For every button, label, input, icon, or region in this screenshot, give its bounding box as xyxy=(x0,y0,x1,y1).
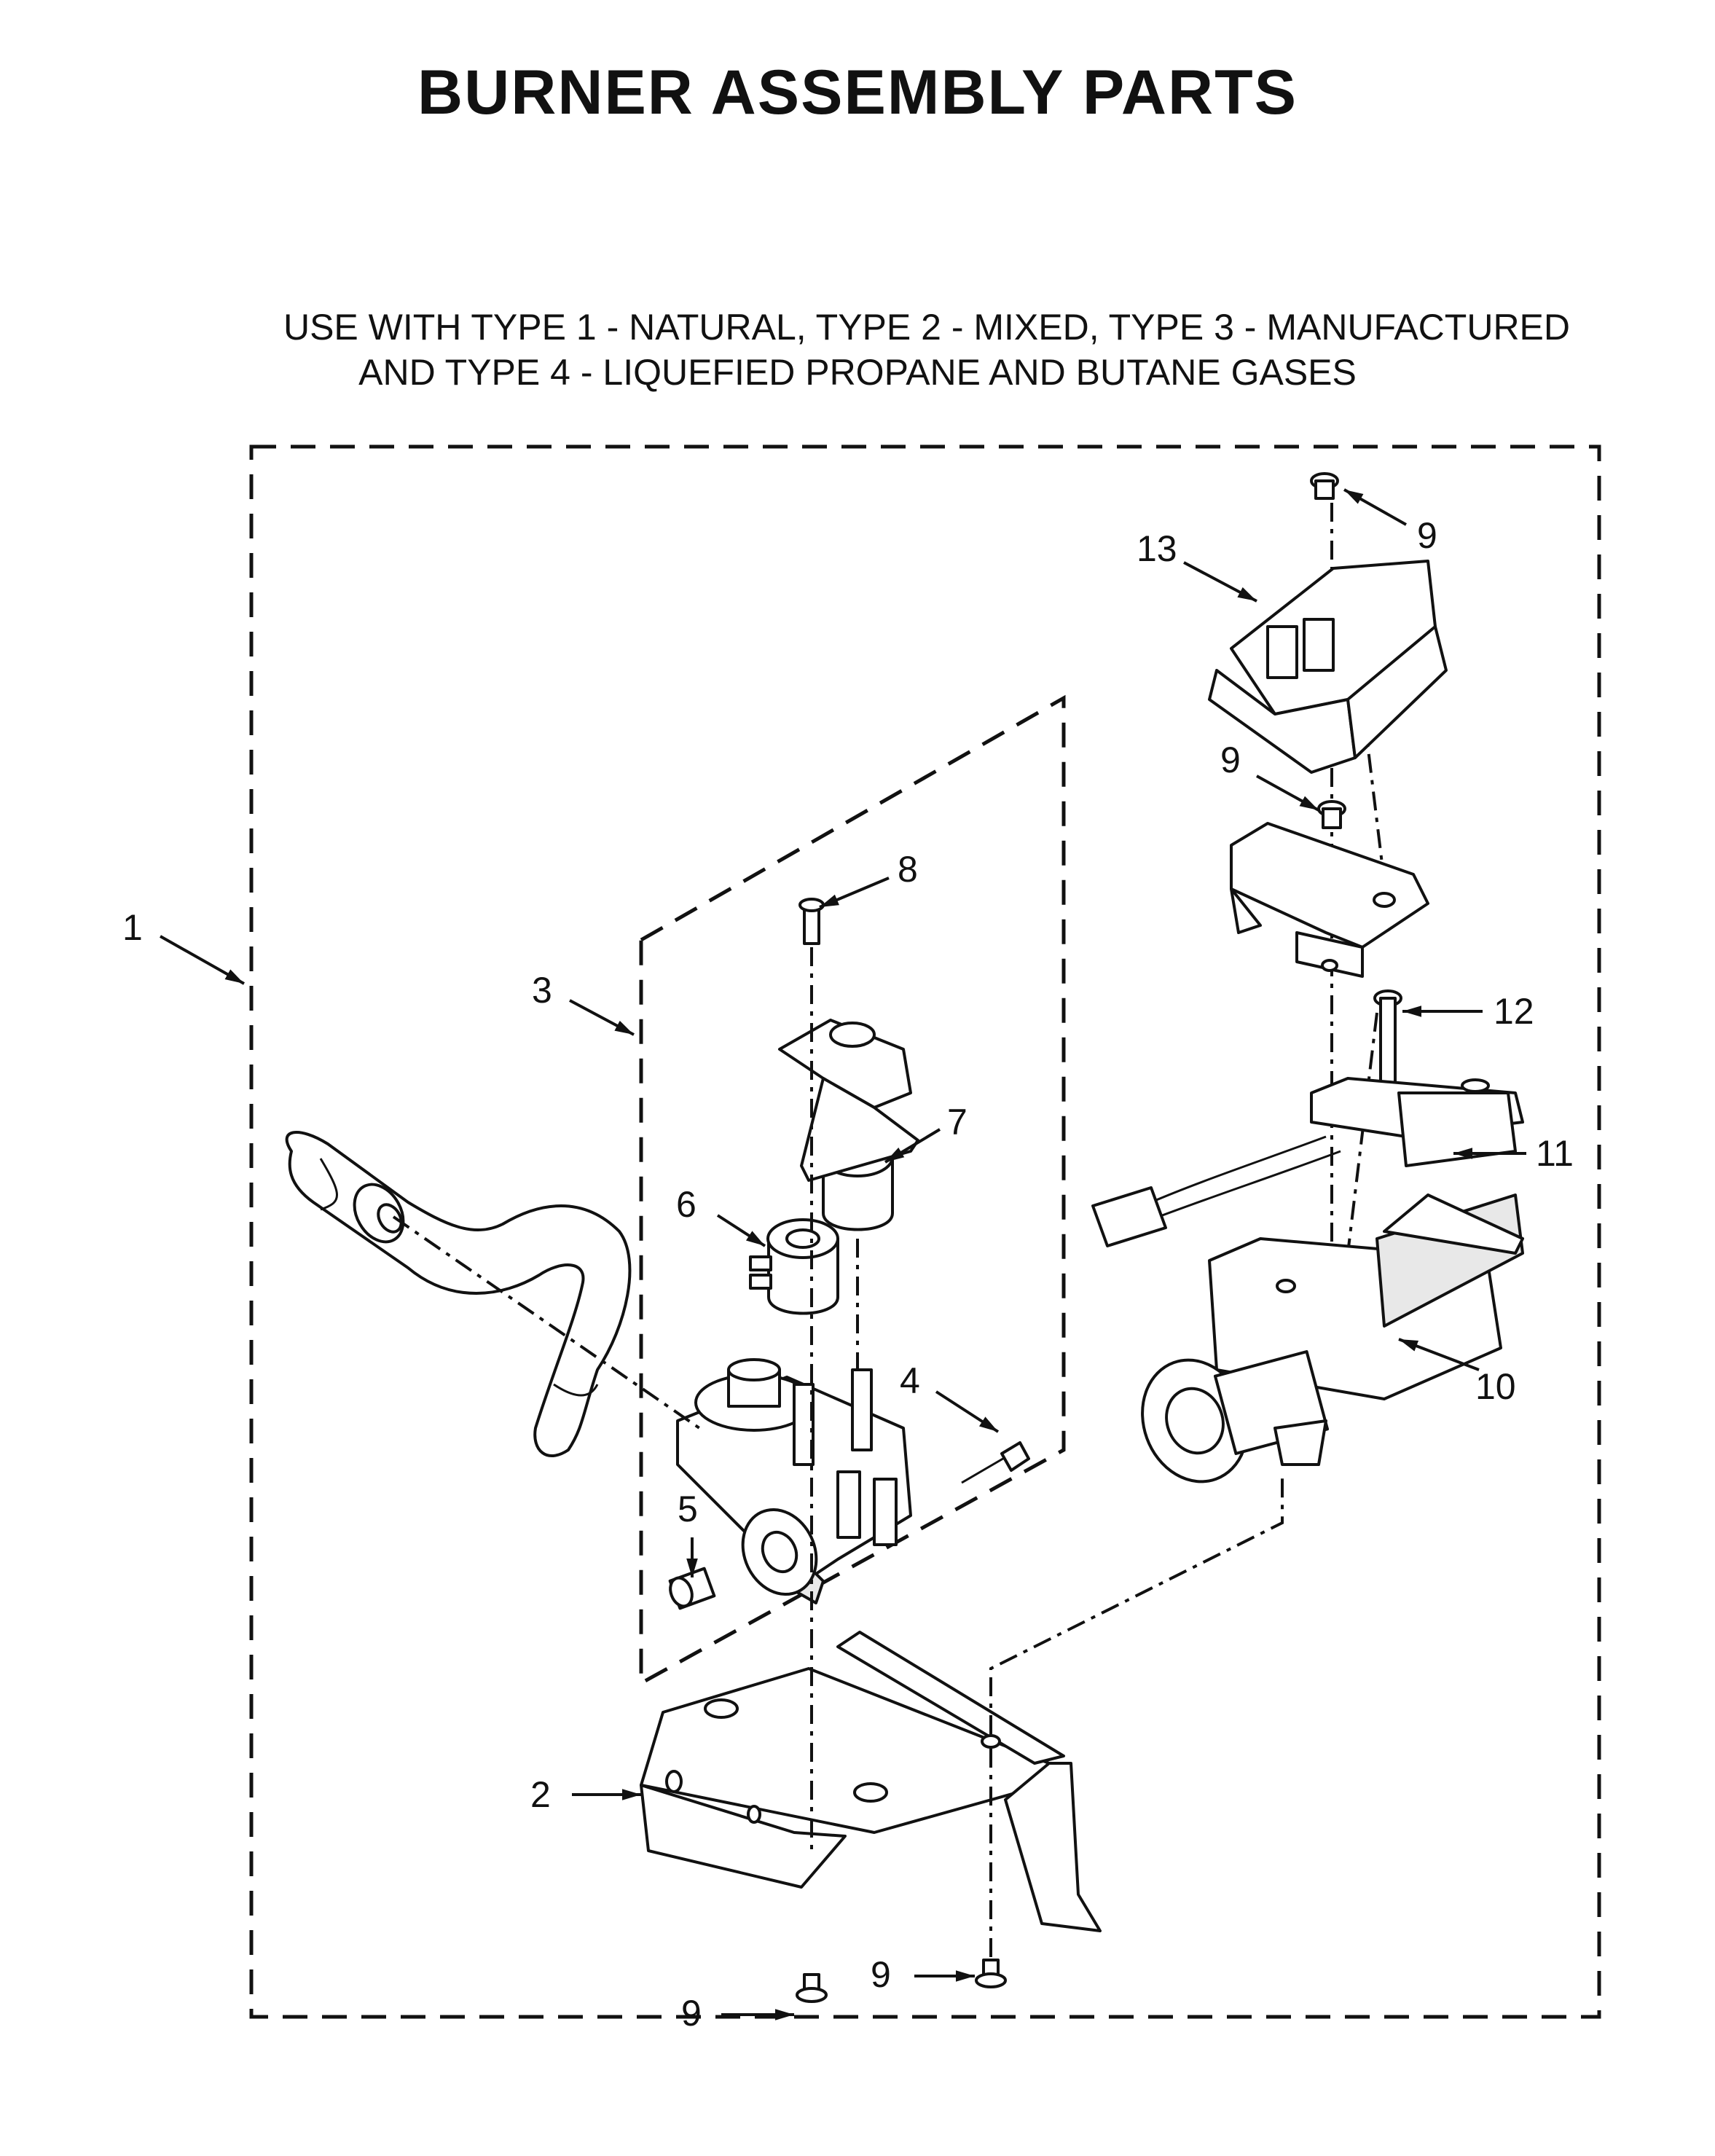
callout-5: 5 xyxy=(678,1489,698,1529)
callout-3-arrow xyxy=(569,999,635,1036)
valve-screw xyxy=(961,1441,1030,1484)
callout-10-arrow xyxy=(1398,1338,1480,1371)
igniter-rod xyxy=(1373,989,1402,1087)
valve-assembly-boundary xyxy=(639,694,1066,1687)
page-title: BURNER ASSEMBLY PARTS xyxy=(417,58,1298,128)
igniter-harness xyxy=(1091,1077,1524,1247)
screw-9-mid xyxy=(1317,800,1346,829)
callout-9-top: 9 xyxy=(1417,515,1437,556)
callout-8-arrow xyxy=(819,877,890,909)
sensor-bracket xyxy=(1230,822,1429,978)
callout-7-arrow xyxy=(884,1128,941,1164)
gas-type-note-line-1: USE WITH TYPE 1 - NATURAL, TYPE 2 - MIXE… xyxy=(283,307,1571,348)
inlet-fitting xyxy=(668,1567,716,1610)
callout-9-bottom-left: 9 xyxy=(681,1993,702,2034)
callout-9-mid: 9 xyxy=(1220,740,1241,780)
callout-13: 13 xyxy=(1137,528,1177,569)
assembly-boundary xyxy=(249,444,1601,2019)
callout-1: 1 xyxy=(122,907,143,948)
screw-9-bottom-left xyxy=(796,1973,828,2003)
burner-tube xyxy=(1141,1193,1524,1483)
mounting-bracket xyxy=(640,1631,1102,1932)
callout-7: 7 xyxy=(947,1102,968,1142)
gas-type-note-line-2: AND TYPE 4 - LIQUEFIED PROPANE AND BUTAN… xyxy=(358,352,1357,393)
leader-tube-valve xyxy=(392,1215,701,1430)
callout-11: 11 xyxy=(1536,1133,1574,1174)
callout-9-bottom-right: 9 xyxy=(871,1954,891,1995)
callout-8: 8 xyxy=(898,849,918,890)
callout-12: 12 xyxy=(1494,991,1534,1032)
callout-1-arrow xyxy=(160,935,245,985)
flame-sensor xyxy=(1208,560,1448,774)
leader-igniter xyxy=(1346,1012,1378,1254)
coil-6 xyxy=(749,1218,839,1315)
callout-6: 6 xyxy=(676,1184,696,1225)
callout-2: 2 xyxy=(530,1774,551,1815)
screw-9-top xyxy=(1310,472,1339,500)
callout-13-arrow xyxy=(1183,561,1257,603)
callout-9-top-arrow xyxy=(1343,488,1407,526)
callout-3: 3 xyxy=(532,970,552,1011)
callout-10: 10 xyxy=(1475,1366,1516,1407)
callout-4-arrow xyxy=(935,1390,1000,1433)
gas-supply-tube xyxy=(285,1131,632,1458)
callout-4: 4 xyxy=(900,1360,920,1401)
callout-6-arrow xyxy=(716,1214,766,1247)
leader-bracket-burner xyxy=(989,1472,1284,1734)
screw-9-bottom-right xyxy=(975,1959,1007,1988)
callout-9-mid-arrow xyxy=(1256,775,1319,812)
gas-valve xyxy=(676,1358,912,1604)
